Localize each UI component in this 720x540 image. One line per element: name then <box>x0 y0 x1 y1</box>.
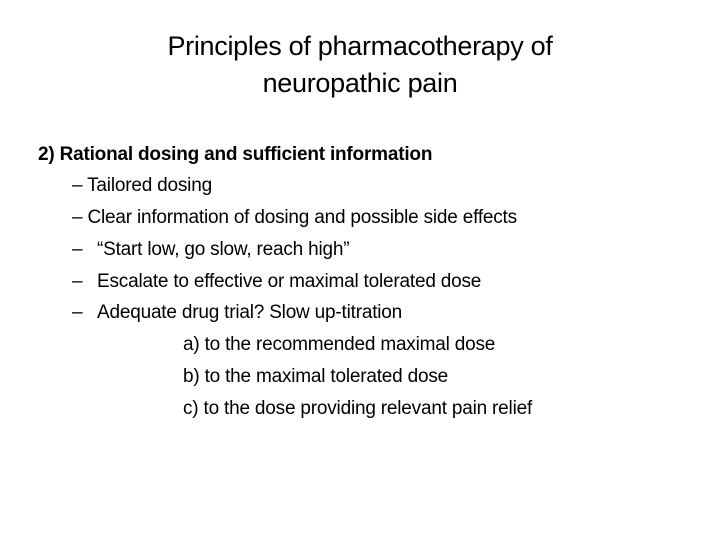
bullet-item: – Clear information of dosing and possib… <box>72 206 517 230</box>
bullet-item: –Escalate to effective or maximal tolera… <box>72 270 481 294</box>
bullet-item: – Tailored dosing <box>72 174 212 198</box>
bullet-item: –“Start low, go slow, reach high” <box>72 238 350 262</box>
section-heading: 2) Rational dosing and sufficient inform… <box>38 144 433 165</box>
bullet-text: Adequate drug trial? Slow up-titration <box>97 302 403 323</box>
bullet-text: “Start low, go slow, reach high” <box>97 239 350 260</box>
dash-bullet: – <box>72 302 83 323</box>
dash-bullet: – <box>72 239 83 260</box>
sub-item-b: b) to the maximal tolerated dose <box>183 366 449 387</box>
slide-title: Principles of pharmacotherapy of neuropa… <box>0 28 720 102</box>
title-line-1: Principles of pharmacotherapy of <box>167 31 553 61</box>
sub-item-a: a) to the recommended maximal dose <box>183 334 496 355</box>
bullet-text: Tailored dosing <box>87 175 212 196</box>
title-line-2: neuropathic pain <box>262 68 458 98</box>
sub-item-c: c) to the dose providing relevant pain r… <box>183 398 533 419</box>
dash-bullet: – <box>72 175 83 196</box>
bullet-text: Escalate to effective or maximal tolerat… <box>97 271 482 292</box>
dash-bullet: – <box>72 207 83 228</box>
bullet-item: –Adequate drug trial? Slow up-titration <box>72 301 402 325</box>
dash-bullet: – <box>72 271 83 292</box>
bullet-text: Clear information of dosing and possible… <box>87 207 517 228</box>
